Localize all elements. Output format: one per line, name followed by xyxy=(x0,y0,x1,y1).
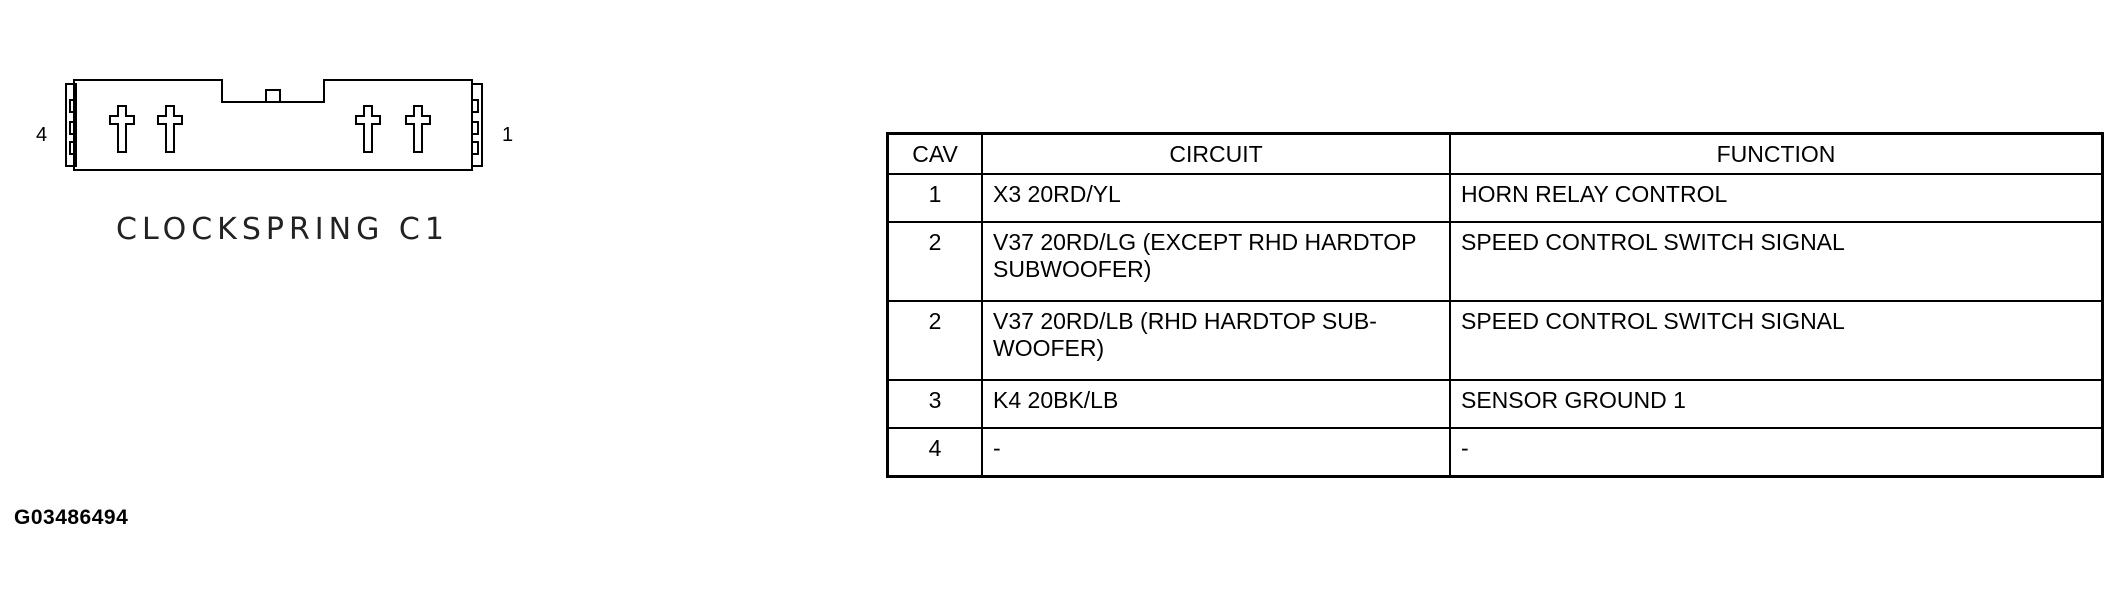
terminal-cavity-3 xyxy=(157,105,183,153)
clockspring-connector-outline xyxy=(65,79,483,171)
cell-function: SENSOR GROUND 1 xyxy=(1449,379,2104,429)
pin-4-label: 4 xyxy=(36,124,48,146)
header-cav: CAV xyxy=(886,132,983,175)
cell-circuit: V37 20RD/LG (EXCEPT RHD HARDTOP SUBWOOFE… xyxy=(981,221,1451,302)
figure-id: G03486494 xyxy=(14,506,129,529)
pinout-table: CAV CIRCUIT FUNCTION 1 X3 20RD/YL HORN R… xyxy=(886,132,2104,478)
table-header-row: CAV CIRCUIT FUNCTION xyxy=(886,132,2104,175)
table-row: 3 K4 20BK/LB SENSOR GROUND 1 xyxy=(886,379,2104,429)
connector-diagram: 4 1 xyxy=(30,70,514,190)
table-row: 4 - - xyxy=(886,427,2104,478)
cell-function: HORN RELAY CONTROL xyxy=(1449,173,2104,223)
cell-function: SPEED CONTROL SWITCH SIGNAL xyxy=(1449,221,2104,302)
header-circuit: CIRCUIT xyxy=(981,132,1451,175)
connector-name: CLOCKSPRING C1 xyxy=(116,212,449,247)
table-row: 1 X3 20RD/YL HORN RELAY CONTROL xyxy=(886,173,2104,223)
cell-circuit: V37 20RD/LB (RHD HARDTOP SUB-WOOFER) xyxy=(981,300,1451,381)
cell-circuit: X3 20RD/YL xyxy=(981,173,1451,223)
cell-cav: 4 xyxy=(886,427,983,478)
cell-cav: 1 xyxy=(886,173,983,223)
cell-function: SPEED CONTROL SWITCH SIGNAL xyxy=(1449,300,2104,381)
cell-cav: 3 xyxy=(886,379,983,429)
terminal-cavity-2 xyxy=(355,105,381,153)
terminal-cavity-1 xyxy=(405,105,431,153)
table-row: 2 V37 20RD/LG (EXCEPT RHD HARDTOP SUBWOO… xyxy=(886,221,2104,302)
cell-circuit: K4 20BK/LB xyxy=(981,379,1451,429)
cell-function: - xyxy=(1449,427,2104,478)
cell-cav: 2 xyxy=(886,300,983,381)
pin-1-label: 1 xyxy=(502,124,514,146)
terminal-cavity-4 xyxy=(109,105,135,153)
cell-circuit: - xyxy=(981,427,1451,478)
header-function: FUNCTION xyxy=(1449,132,2104,175)
cell-cav: 2 xyxy=(886,221,983,302)
table-row: 2 V37 20RD/LB (RHD HARDTOP SUB-WOOFER) S… xyxy=(886,300,2104,381)
